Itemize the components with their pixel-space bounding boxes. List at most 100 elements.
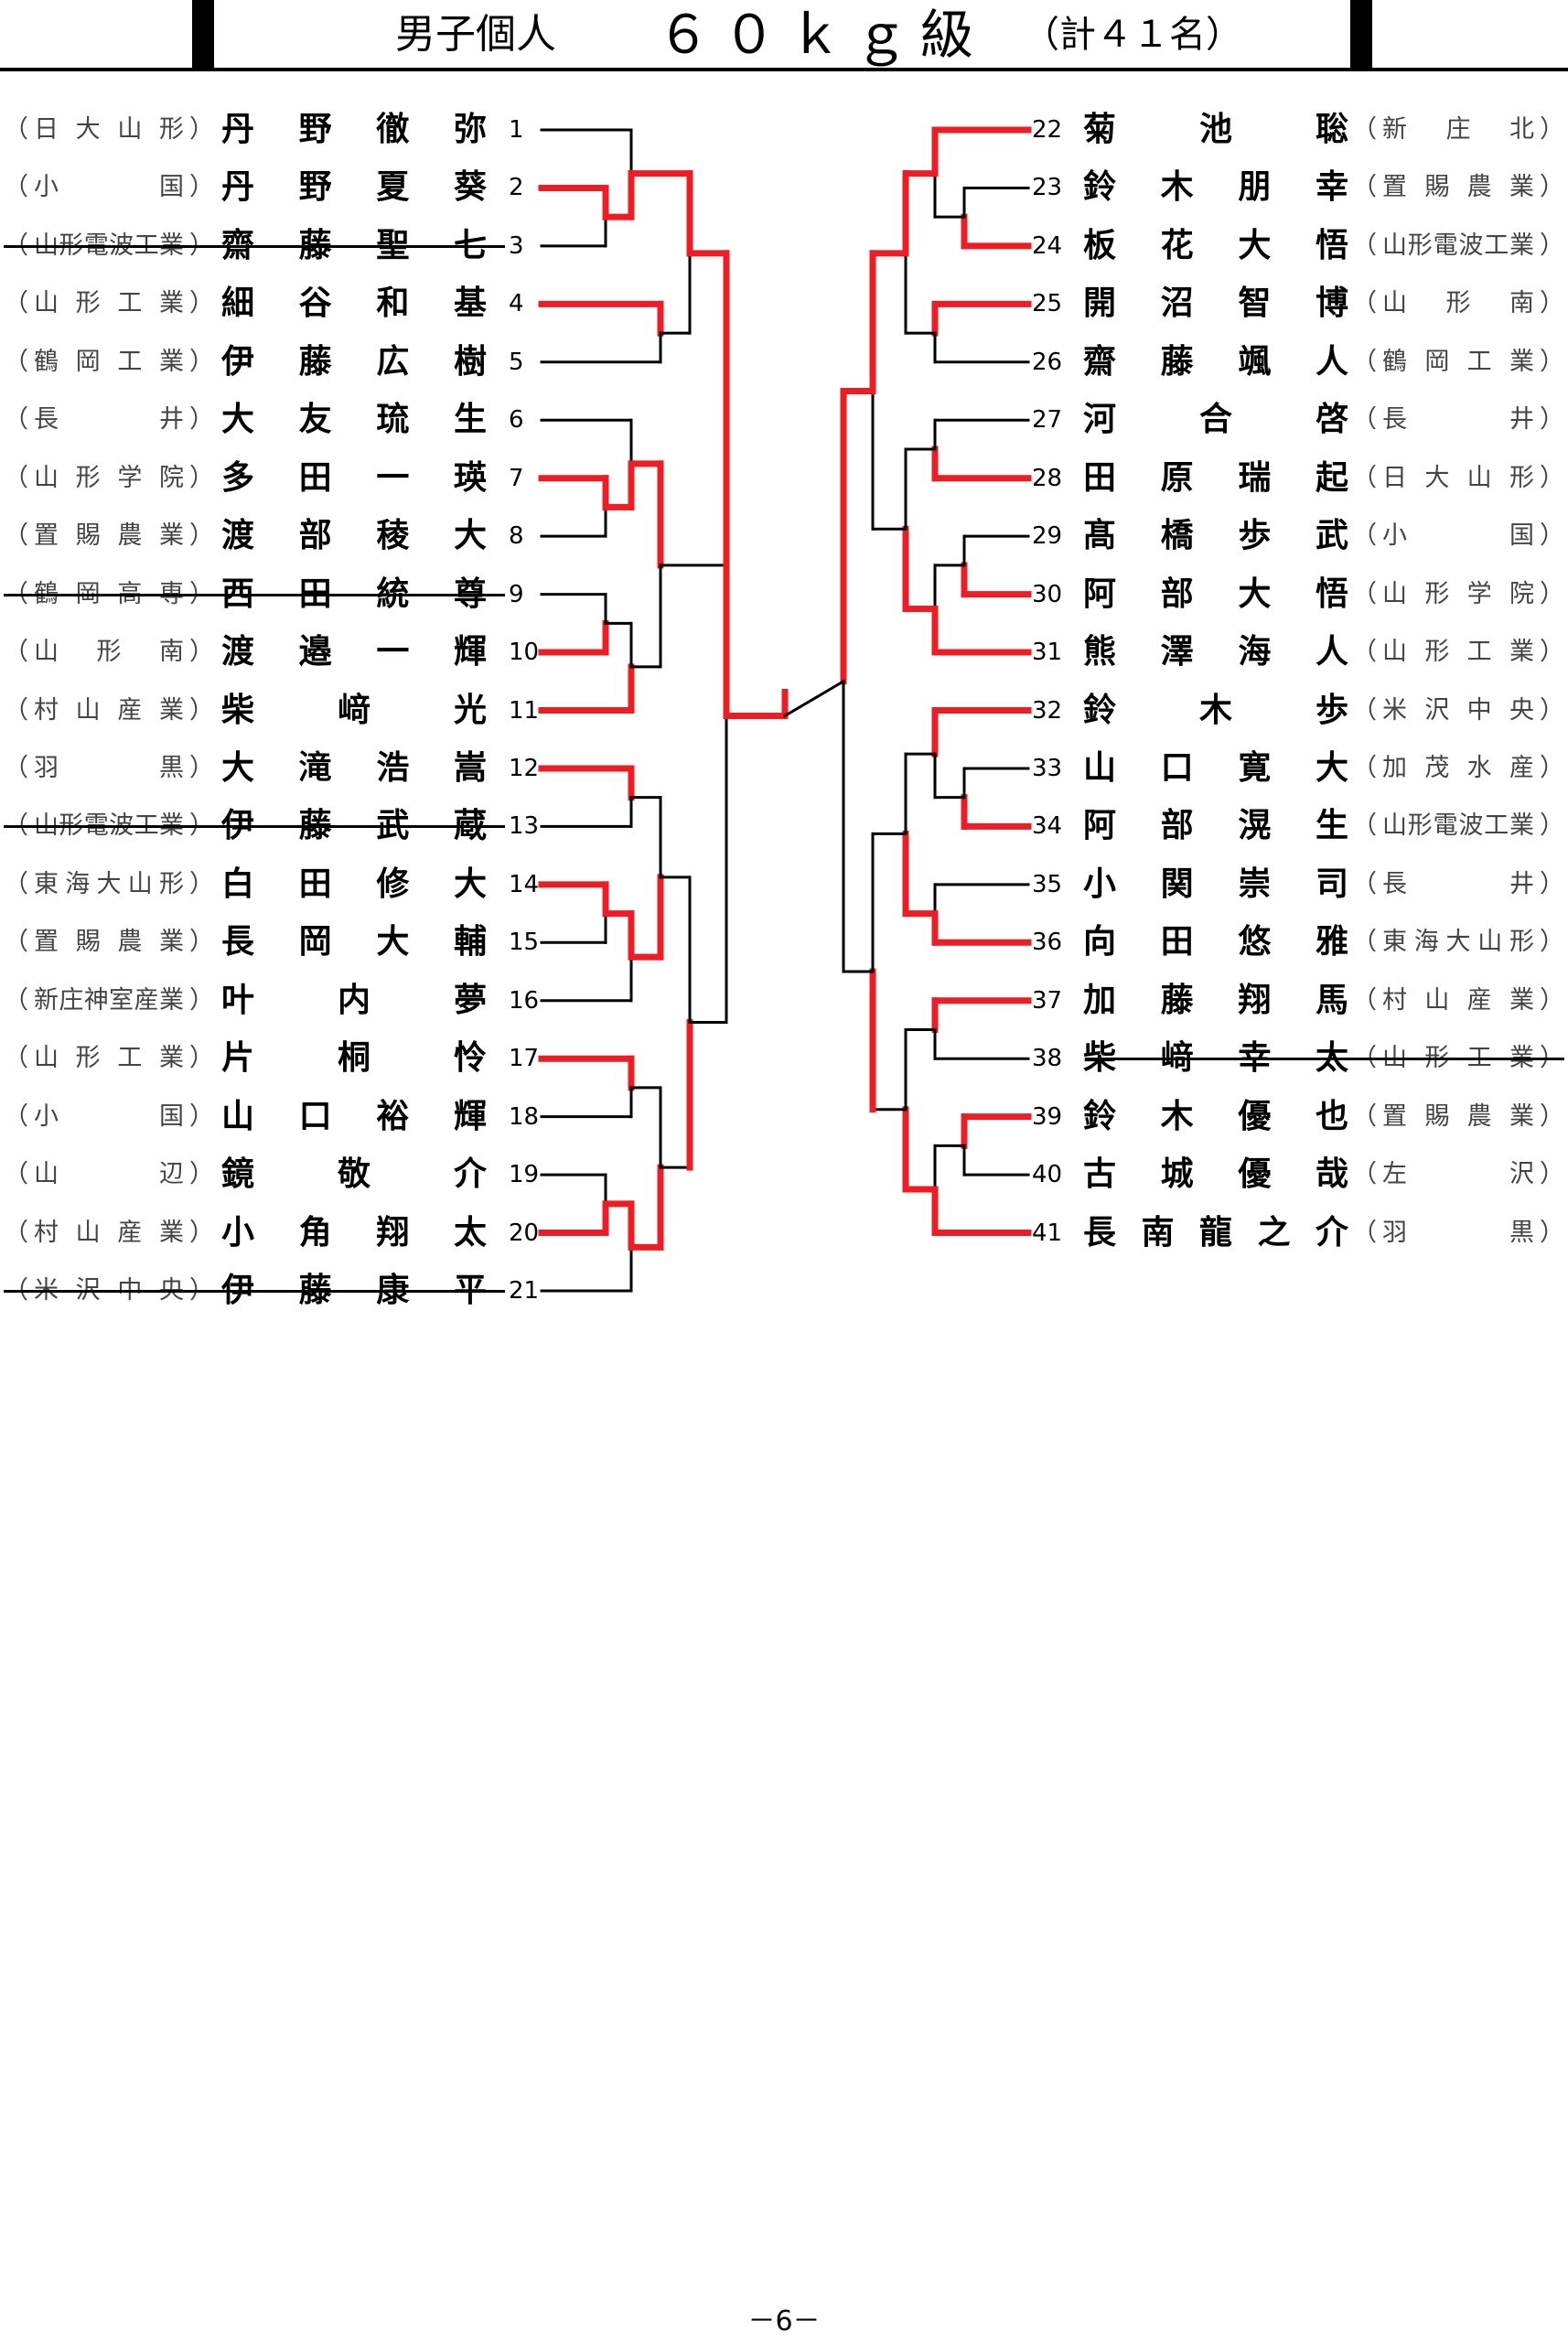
school-text: 村山産業 bbox=[1377, 978, 1540, 1024]
char: 形 bbox=[158, 115, 184, 144]
paren-close: ） bbox=[1540, 115, 1564, 144]
char: 藤 bbox=[298, 342, 332, 381]
player-name: 長岡大輔 bbox=[221, 919, 487, 965]
char: 夏 bbox=[376, 168, 410, 207]
bracket-line bbox=[782, 679, 846, 718]
char: 啓 bbox=[1315, 401, 1348, 439]
char: 大 bbox=[221, 401, 255, 439]
school-text: 小国 bbox=[28, 1094, 189, 1140]
school-name: （置賜農業） bbox=[1352, 1094, 1564, 1140]
char: 置 bbox=[34, 521, 59, 551]
char: 形 bbox=[75, 1044, 101, 1073]
char: 優 bbox=[1238, 1097, 1272, 1135]
char: 業 bbox=[1509, 231, 1534, 260]
char: 修 bbox=[376, 865, 410, 903]
char: 業 bbox=[1509, 1101, 1534, 1131]
char: 形 bbox=[1424, 638, 1450, 667]
paren-open: （ bbox=[1352, 753, 1377, 782]
paren-close: ） bbox=[1540, 347, 1564, 376]
char: 司 bbox=[1315, 865, 1348, 903]
char: 大 bbox=[1238, 575, 1272, 613]
char: 大 bbox=[75, 115, 101, 144]
char: 輝 bbox=[453, 633, 487, 671]
seed-number: 15 bbox=[509, 929, 540, 957]
school-text: 新庄神室産業 bbox=[28, 978, 189, 1024]
player-name: 加藤翔馬 bbox=[1083, 978, 1348, 1024]
player-name: 渡邉一輝 bbox=[221, 629, 487, 675]
school-name: （山形学院） bbox=[1352, 572, 1564, 618]
school-name: （村山産業） bbox=[4, 688, 214, 734]
char: 神 bbox=[83, 985, 109, 1015]
school-name: （日大山形） bbox=[1352, 456, 1564, 501]
school-name: （鶴岡工業） bbox=[1352, 339, 1564, 385]
seed-number: 17 bbox=[509, 1045, 540, 1073]
page-number: －6－ bbox=[747, 2305, 821, 2337]
paren-close: ） bbox=[1540, 289, 1564, 318]
char: 聡 bbox=[1315, 111, 1348, 148]
player-name: 阿部大悟 bbox=[1083, 572, 1348, 618]
char: 広 bbox=[376, 342, 410, 381]
school-name: （山形学院） bbox=[4, 456, 214, 501]
char: 形 bbox=[1509, 463, 1534, 492]
char: 農 bbox=[1466, 1101, 1492, 1131]
paren-close: ） bbox=[1540, 1218, 1564, 1247]
player-name: 大滝浩嵩 bbox=[221, 746, 487, 791]
char: 滝 bbox=[298, 748, 332, 787]
paren-close: ） bbox=[189, 1044, 214, 1073]
player-name: 丹野夏葵 bbox=[221, 165, 487, 210]
char: 山 bbox=[1083, 748, 1117, 787]
school-name: （置賜農業） bbox=[4, 513, 214, 559]
char: 沼 bbox=[1160, 285, 1194, 323]
char: 木 bbox=[1198, 691, 1232, 729]
seed-number: 39 bbox=[1032, 1102, 1063, 1131]
player-name: 阿部滉生 bbox=[1083, 803, 1348, 849]
school-text: 置賜農業 bbox=[28, 919, 189, 965]
char: 産 bbox=[117, 695, 143, 725]
paren-open: （ bbox=[1352, 928, 1377, 957]
char: 板 bbox=[1083, 226, 1117, 264]
school-name: （米沢中央） bbox=[1352, 688, 1564, 734]
char: 浩 bbox=[376, 748, 410, 787]
char: 悠 bbox=[1238, 923, 1272, 962]
char: 工 bbox=[1484, 811, 1509, 841]
paren-close: ） bbox=[189, 463, 214, 492]
char: 海 bbox=[65, 869, 91, 898]
school-name: （村山産業） bbox=[4, 1210, 214, 1256]
char: 瑞 bbox=[1238, 458, 1272, 497]
player-name: 河合啓 bbox=[1083, 397, 1348, 443]
seed-number: 24 bbox=[1032, 231, 1063, 260]
school-text: 小国 bbox=[28, 165, 189, 210]
char: 業 bbox=[1509, 347, 1534, 376]
school-text: 山形南 bbox=[28, 629, 189, 675]
char: 多 bbox=[221, 458, 255, 497]
player-name: 齋藤颯人 bbox=[1083, 339, 1348, 385]
char: 琉 bbox=[376, 401, 410, 439]
paren-close: ） bbox=[1540, 638, 1564, 667]
school-text: 米沢中央 bbox=[1377, 688, 1540, 734]
school-text: 山辺 bbox=[28, 1152, 189, 1198]
char: 置 bbox=[1382, 1101, 1407, 1131]
char: 菊 bbox=[1083, 111, 1117, 148]
school-text: 羽黒 bbox=[1377, 1210, 1540, 1256]
char: 長 bbox=[1083, 1213, 1117, 1252]
char: 野 bbox=[298, 168, 332, 207]
char: 齋 bbox=[1083, 342, 1117, 381]
char: 藤 bbox=[1160, 981, 1194, 1019]
char: 鈴 bbox=[1083, 1097, 1117, 1135]
char: 東 bbox=[1382, 928, 1407, 957]
char: 片 bbox=[221, 1039, 255, 1078]
char: 賜 bbox=[1424, 1101, 1450, 1131]
char: 馬 bbox=[1315, 981, 1348, 1019]
seed-number: 10 bbox=[509, 639, 540, 667]
char: 大 bbox=[96, 869, 122, 898]
char: 岡 bbox=[1424, 347, 1450, 376]
char: 角 bbox=[298, 1213, 332, 1252]
paren-close: ） bbox=[189, 115, 214, 144]
player-name: 白田修大 bbox=[221, 862, 487, 908]
seed-number: 5 bbox=[509, 348, 524, 376]
